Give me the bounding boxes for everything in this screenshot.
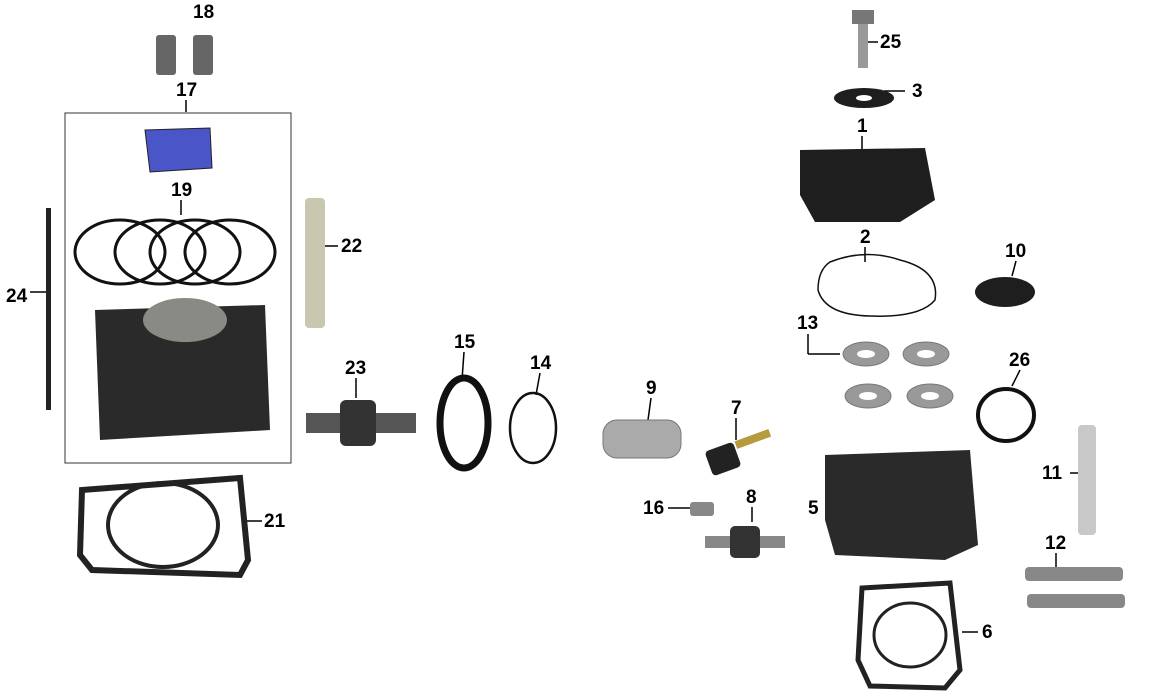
spark-plug-2 (1078, 425, 1096, 535)
callout-13: 13 (797, 313, 819, 334)
cylinder-head-gasket (855, 580, 963, 691)
sensor-thread (734, 429, 772, 449)
callout-21: 21 (264, 511, 286, 532)
callout-11: 11 (1042, 463, 1063, 484)
callout-10: 10 (1005, 241, 1027, 262)
cylinder-bore (143, 298, 227, 342)
switch-body (340, 400, 376, 446)
o-ring (976, 387, 1036, 443)
cover-gasket (817, 253, 937, 317)
callout-8: 8 (746, 487, 757, 508)
callout-9: 9 (646, 378, 657, 399)
cylinder-head (825, 450, 978, 560)
callout-14: 14 (530, 353, 552, 374)
piston-pin (193, 35, 213, 75)
callout-26: 26 (1009, 350, 1031, 371)
callout-23: 23 (345, 358, 367, 379)
bolt-shank (858, 24, 868, 68)
stud (1025, 567, 1123, 581)
o-ring-thin (508, 391, 558, 465)
long-stud (46, 208, 51, 410)
gasket-bore (106, 481, 220, 569)
callout-24: 24 (6, 286, 28, 307)
piston (144, 127, 213, 173)
cap (975, 277, 1035, 307)
head-gasket-bore (872, 601, 948, 669)
cylinder-base-gasket (76, 474, 252, 579)
sleeve (602, 419, 682, 459)
callout-18: 18 (193, 2, 215, 23)
callout-19: 19 (171, 180, 193, 201)
leader-lines (30, 41, 1082, 633)
spark-plug (305, 198, 325, 328)
o-ring-large (436, 374, 492, 472)
callout-2: 2 (860, 227, 871, 248)
piston-pin (156, 35, 176, 75)
washer-hole (856, 95, 872, 101)
callout-16: 16 (643, 498, 665, 519)
cylinder-block (95, 305, 270, 440)
small-stud (690, 502, 714, 516)
callout-7: 7 (731, 398, 742, 419)
callout-17: 17 (176, 80, 198, 101)
stud (1027, 594, 1125, 608)
switch-sensor-body (730, 526, 760, 558)
piston-group-box (64, 112, 292, 464)
callout-25: 25 (880, 32, 902, 53)
callout-5: 5 (808, 498, 819, 519)
callout-1: 1 (857, 116, 868, 137)
callout-22: 22 (341, 236, 363, 257)
bolt (852, 10, 874, 24)
callout-6: 6 (982, 622, 993, 643)
callout-12: 12 (1045, 533, 1067, 554)
cylinder-head-cover (800, 148, 935, 222)
temperature-sensor (705, 442, 741, 476)
callout-15: 15 (454, 332, 476, 353)
piston-rings (73, 218, 277, 286)
callout-3: 3 (912, 81, 923, 102)
